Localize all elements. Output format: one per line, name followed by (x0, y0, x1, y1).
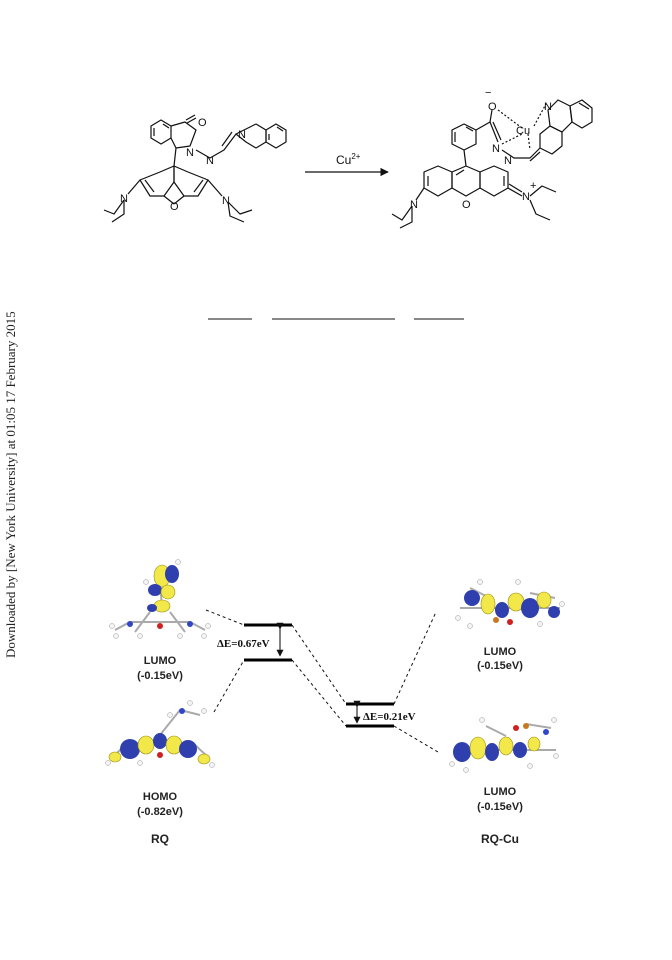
product-structure (391, 99, 593, 229)
svg-text:Cu2+: Cu2+ (336, 152, 361, 167)
rq-lumo-title: LUMO (144, 655, 177, 667)
atom-N-amine-product-left: N (410, 199, 418, 211)
reagent-label: Cu2+ (336, 152, 361, 167)
atom-O-enolate: O (488, 101, 497, 113)
charge-O-enolate: − (485, 87, 491, 99)
reagent-charge: 2+ (351, 152, 360, 161)
atom-N-complex-1: N (492, 143, 500, 155)
rqcu-lower-orbital (449, 717, 559, 773)
atom-Cu: Cu (516, 125, 530, 137)
charge-N-iminium: + (530, 180, 536, 192)
rqcu-lower-title: LUMO (484, 786, 517, 798)
atom-N-quinoline-complex: N (544, 101, 552, 113)
atom-N-amine-right: N (222, 195, 230, 207)
rqcu-upper-title: LUMO (484, 646, 517, 658)
reactant-atom-labels: O N N N N N O (120, 117, 246, 213)
rq-homo-title: HOMO (143, 791, 178, 803)
atom-N-amine-left: N (120, 193, 128, 205)
product-atom-labels: − O Cu N N N N N + O (410, 87, 552, 211)
atom-N-quinoline: N (238, 129, 246, 141)
atom-N-hydrazone-2: N (206, 155, 214, 167)
energy-diagram: ΔE=0.67eV ΔE=0.21eV (105, 559, 565, 846)
atom-O-carbonyl: O (198, 117, 207, 129)
rq-lumo-orbital (109, 559, 211, 639)
reaction-scheme: O N N N N N O (103, 87, 593, 229)
reagent-symbol: Cu (336, 153, 351, 167)
rq-gap-label: ΔE=0.67eV (217, 638, 270, 650)
atom-O-xanthene: O (170, 201, 179, 213)
atom-N-iminium: N (522, 191, 530, 203)
atom-N-complex-2: N (504, 155, 512, 167)
atom-N-hydrazone-1: N (186, 147, 194, 159)
rqcu-upper-energy: (-0.15eV) (477, 660, 523, 672)
rqcu-gap-label: ΔE=0.21eV (363, 711, 416, 723)
atom-O-xanthene-product: O (462, 199, 471, 211)
reactant-structure (103, 114, 287, 223)
rqcu-lower-energy: (-0.15eV) (477, 801, 523, 813)
rq-homo-energy: (-0.82eV) (137, 806, 183, 818)
rq-homo-orbital (105, 700, 215, 768)
rqcu-upper-orbital (455, 579, 565, 629)
correlation-lines (205, 609, 439, 753)
rq-lumo-energy: (-0.15eV) (137, 670, 183, 682)
rq-molecule-name: RQ (151, 832, 169, 846)
rqcu-molecule-name: RQ-Cu (481, 832, 519, 846)
